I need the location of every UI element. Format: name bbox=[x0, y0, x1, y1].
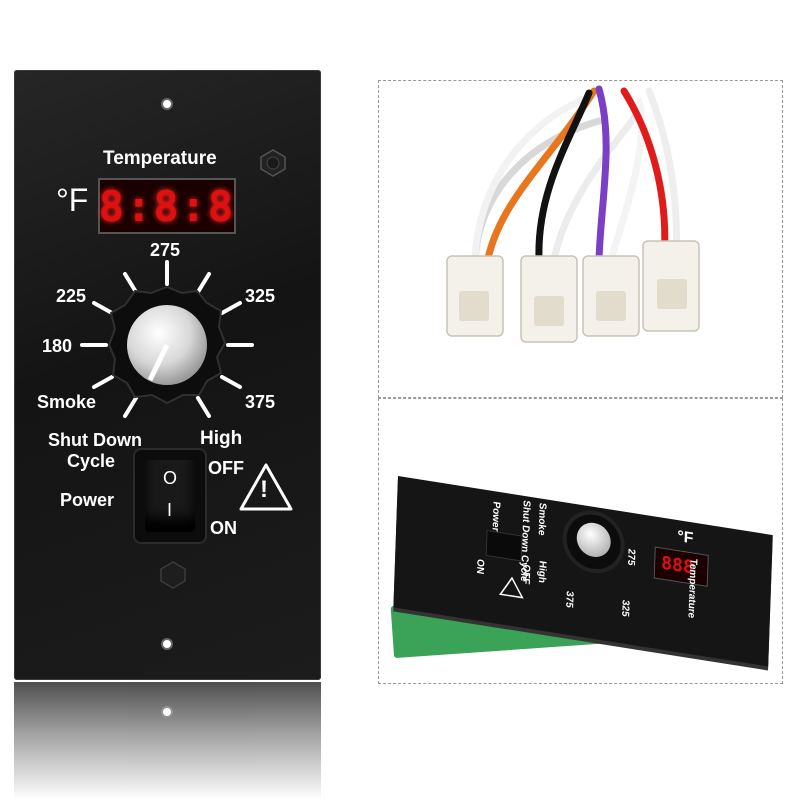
wire-harness-frame bbox=[378, 80, 783, 398]
dial-label-225: 225 bbox=[56, 286, 87, 306]
mini-label-off: OFF bbox=[519, 563, 532, 586]
hex-screw-icon bbox=[160, 561, 186, 589]
control-knob-icon[interactable] bbox=[107, 285, 227, 405]
mini-label-375: 375 bbox=[563, 590, 575, 609]
display-title: Temperature bbox=[103, 148, 217, 169]
rocker-switch-icon[interactable]: O I bbox=[145, 460, 195, 532]
switch-on-mark: I bbox=[167, 500, 173, 520]
panel-reflection bbox=[14, 682, 321, 800]
switch-off-mark: O bbox=[163, 468, 178, 488]
mini-label-on: ON bbox=[473, 558, 486, 575]
off-label: OFF bbox=[208, 458, 244, 478]
wire-harness-image bbox=[446, 85, 700, 343]
dial-label-high: High bbox=[200, 428, 243, 449]
mounting-hole-icon bbox=[161, 638, 173, 650]
dial-label-smoke: Smoke bbox=[37, 392, 97, 412]
shutdown-label-line1: Shut Down bbox=[48, 430, 142, 450]
hex-screw-icon bbox=[260, 149, 286, 177]
warning-triangle-icon bbox=[239, 463, 293, 511]
mini-switch-icon bbox=[485, 529, 523, 562]
mini-display: 888 bbox=[653, 546, 709, 587]
mini-title: Temperature bbox=[685, 557, 699, 619]
mini-knob-icon bbox=[565, 510, 622, 574]
shutdown-label-line2: Cycle bbox=[67, 451, 116, 471]
dial-label-325: 325 bbox=[245, 286, 276, 306]
dial-ticks bbox=[80, 260, 254, 418]
power-label: Power bbox=[60, 490, 115, 510]
dial-label-375: 375 bbox=[245, 392, 276, 412]
power-switch[interactable]: O I bbox=[135, 450, 205, 542]
temperature-display: 8:8:8 bbox=[98, 178, 236, 234]
mini-label-325: 325 bbox=[619, 599, 631, 618]
tick-marks bbox=[80, 260, 254, 418]
warning-symbol: ! bbox=[260, 476, 268, 503]
mounting-hole-icon bbox=[161, 98, 173, 110]
mini-label-power: Power bbox=[489, 500, 502, 533]
mini-label-high: High bbox=[535, 559, 548, 584]
mini-label-smoke: Smoke bbox=[535, 501, 548, 537]
display-value: 8:8:8 bbox=[98, 181, 236, 231]
mini-warning-icon bbox=[499, 576, 524, 599]
mini-label-275: 275 bbox=[625, 547, 637, 567]
mini-control-panel: 888 Temperature °F Smoke Shut Down Cycle… bbox=[393, 476, 773, 667]
dial-label-180: 180 bbox=[42, 336, 73, 356]
dial-label-275: 275 bbox=[150, 240, 181, 260]
mounting-hole-icon bbox=[161, 706, 173, 718]
unit-label: °F bbox=[56, 182, 89, 218]
on-label: ON bbox=[210, 518, 237, 538]
mini-unit: °F bbox=[676, 528, 694, 548]
